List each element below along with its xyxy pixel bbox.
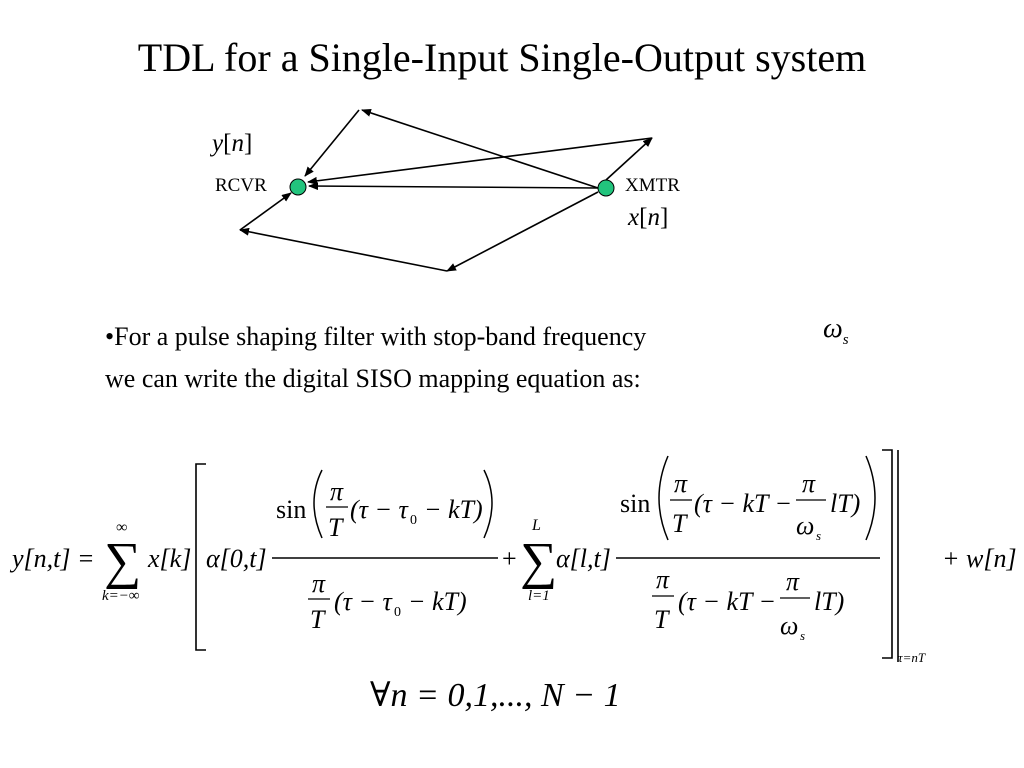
sum1-sigma: ∑ <box>104 533 141 590</box>
slide-title: TDL for a Single-Input Single-Output sys… <box>137 35 867 80</box>
stopband-frequency-symbol: ωs <box>823 313 849 348</box>
f1-den-pi: π <box>312 569 326 598</box>
eq-x-k: x[k] <box>147 544 191 573</box>
f2-den-arg: (τ − kT − <box>678 587 776 616</box>
bullet-line-1: •For a pulse shaping filter with stop-ba… <box>105 322 647 351</box>
f1-num-pi: π <box>330 477 344 506</box>
f1-paren-right <box>483 469 493 539</box>
multipath-diagram <box>239 109 653 272</box>
f1-paren-left <box>313 469 323 539</box>
bullet-line-2: we can write the digital SISO mapping eq… <box>105 364 641 393</box>
receiver-node <box>289 178 307 196</box>
f1-den-arg: (τ − τ <box>334 587 394 616</box>
f2-sin: sin <box>620 489 650 518</box>
f2-num-arg: (τ − kT − <box>694 489 792 518</box>
f1-num-tail: − kT) <box>424 495 483 524</box>
tx-signal-label: x[n] <box>628 204 669 231</box>
reflection-path-3-b <box>239 227 448 272</box>
sum2-lower: l=1 <box>528 588 550 604</box>
f1-num-T: T <box>328 513 344 542</box>
f1-den-sub0: 0 <box>394 605 401 620</box>
f1-num-arg: (τ − τ <box>350 495 410 524</box>
f2-num-omega: ω <box>796 511 814 540</box>
f2-paren-right <box>865 455 876 541</box>
sum1-upper: ∞ <box>116 519 127 536</box>
f1-num-sub0: 0 <box>410 513 417 528</box>
sum2-upper: L <box>531 517 541 534</box>
eq-noise: + w[n] <box>942 544 1017 573</box>
f2-den-lT: lT) <box>814 587 844 616</box>
transmitter-node <box>597 179 615 197</box>
siso-equation: y[n,t] = ∞ ∑ k=−∞ x[k] α[0,t] sin π T (τ… <box>9 449 1017 714</box>
reflection-path-3-c <box>239 192 292 231</box>
direct-path-arrow <box>308 182 599 191</box>
right-bracket <box>882 449 893 659</box>
f1-sin: sin <box>276 495 306 524</box>
sum1-lower: k=−∞ <box>102 588 140 604</box>
tx-label: XMTR <box>625 175 680 196</box>
f2-num-lT: lT) <box>830 489 860 518</box>
eval-subscript: τ=nT <box>898 650 926 665</box>
f2-den-T: T <box>654 605 670 634</box>
rx-label: RCVR <box>215 175 267 196</box>
f2-den-pi2: π <box>786 567 800 596</box>
f1-den-T: T <box>310 605 326 634</box>
sum2-sigma: ∑ <box>520 533 557 590</box>
f2-num-pi: π <box>674 469 688 498</box>
reflection-path-2-b <box>307 137 653 185</box>
reflection-path-1-a <box>361 109 599 189</box>
f2-den-omega-sub: s <box>800 628 805 643</box>
f2-num-omega-sub: s <box>816 528 821 543</box>
f2-paren-left <box>658 455 669 541</box>
bullet-text: •For a pulse shaping filter with stop-ba… <box>105 316 646 400</box>
f2-num-T: T <box>672 509 688 538</box>
reflection-path-1-b <box>304 109 360 177</box>
eq-lhs: y[n,t] = <box>9 544 95 573</box>
f2-den-omega: ω <box>780 611 798 640</box>
f1-den-tail: − kT) <box>408 587 467 616</box>
f2-num-pi2: π <box>802 469 816 498</box>
left-bracket <box>195 463 206 651</box>
eq-alpha0: α[0,t] <box>206 544 267 573</box>
eq-alpha-l: α[l,t] <box>556 544 611 573</box>
reflection-path-3-a <box>446 191 599 272</box>
eq-forall: ∀n = 0,1,..., N − 1 <box>370 677 621 714</box>
reflection-path-2-a <box>605 137 653 181</box>
f2-den-pi: π <box>656 565 670 594</box>
rx-signal-label: y[n] <box>212 130 253 157</box>
eq-plus: + <box>502 544 517 573</box>
